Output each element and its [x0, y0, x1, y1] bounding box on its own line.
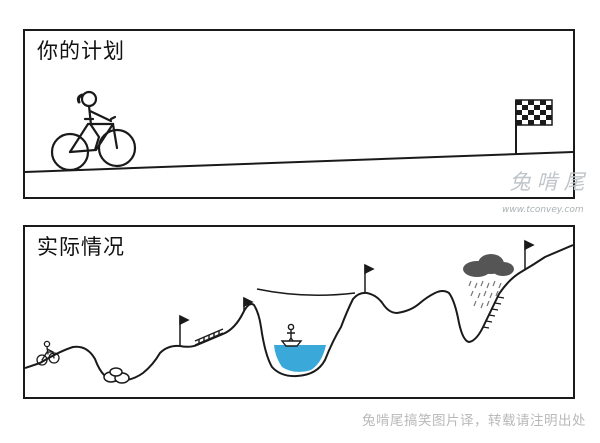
- water-pool: [274, 345, 326, 372]
- reality-illustration: [25, 239, 573, 384]
- rain-cloud-icon: [463, 254, 514, 309]
- rope-line-icon: [256, 288, 356, 297]
- boat-icon: [280, 323, 303, 347]
- terrain-line: [25, 244, 573, 382]
- footer-credit: 兔啃尾搞笑图片译，转载请注明出处: [362, 413, 586, 429]
- checkered-flag-icon: [515, 99, 553, 154]
- watermark-url: www.tconvey.com: [502, 205, 584, 215]
- climbing-marks: [482, 296, 505, 329]
- bicycle-icon: [36, 340, 60, 366]
- reality-panel: 实际情况: [23, 225, 575, 399]
- flag-icon: [243, 296, 254, 311]
- watermark-name: 兔啃尾: [509, 170, 591, 194]
- flag-icon: [364, 263, 375, 293]
- watermark: 兔啃尾 www.tconvey.com: [500, 166, 600, 228]
- flag-icon: [524, 239, 535, 269]
- bicycle-icon: [50, 90, 137, 172]
- plan-title: 你的计划: [37, 39, 125, 63]
- flag-icon: [179, 314, 190, 346]
- rope-bridge-icon: [194, 328, 224, 346]
- plan-slope-line: [25, 151, 573, 173]
- rock-pile: [103, 367, 130, 384]
- plan-illustration: [25, 90, 573, 173]
- plan-panel: 你的计划: [23, 29, 575, 199]
- reality-title: 实际情况: [37, 235, 125, 259]
